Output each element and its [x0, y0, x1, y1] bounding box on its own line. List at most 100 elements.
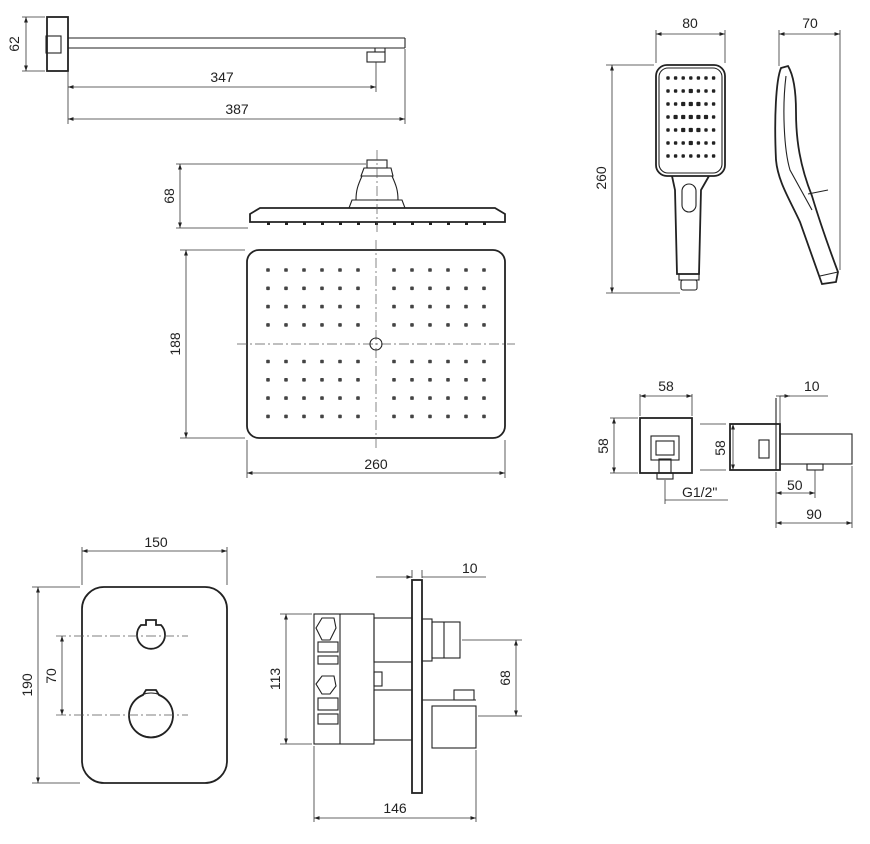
nozzle-dot: [302, 268, 306, 272]
nozzle-dot: [356, 414, 360, 419]
hand-nozzle-dot: [711, 102, 716, 106]
hand-nozzle-dot: [666, 115, 670, 119]
nozzle-dot: [284, 304, 288, 309]
dim-head-height: 68: [161, 188, 177, 204]
hand-nozzle-dot: [704, 89, 708, 93]
hand-nozzle-dot: [681, 89, 685, 93]
nozzle-dot: [482, 378, 486, 382]
nozzle-dot: [446, 286, 450, 291]
thermostat-front-view: 150 190 70: [19, 534, 228, 784]
hand-nozzle-dot: [673, 141, 678, 145]
nozzle-dot: [482, 304, 486, 309]
dim-hand-length: 260: [593, 166, 609, 190]
hand-nozzle-dot: [696, 101, 701, 107]
nozzle-dot: [482, 286, 486, 291]
nozzle-dot: [392, 396, 396, 400]
shower-arm-view: 62 347 387: [6, 16, 406, 124]
dim-head-depth: 188: [167, 332, 183, 356]
nozzle-dot: [428, 323, 432, 327]
nozzle-dot: [338, 414, 342, 419]
nozzle-dot: [284, 378, 288, 382]
nozzle-dot: [464, 304, 468, 309]
hand-nozzle-dot: [696, 89, 701, 93]
nozzle-dot: [464, 268, 468, 272]
dim-therm-depth: 146: [383, 800, 407, 816]
nozzle-dot: [392, 286, 396, 291]
nozzle-dot: [482, 268, 486, 272]
hand-nozzle-dot: [711, 141, 716, 145]
dim-arm-total: 387: [225, 101, 249, 117]
hand-nozzle-dot: [681, 127, 686, 133]
nozzle-dot: [338, 268, 342, 272]
nozzle-dot: [428, 359, 432, 364]
nozzle-dot: [392, 414, 396, 419]
hand-nozzle-dot: [696, 114, 701, 120]
wall-outlet-front-view: 58 58 G1/2": [595, 378, 728, 504]
nozzle-dot: [392, 359, 396, 364]
dim-outlet-spacing: 68: [497, 670, 513, 686]
hand-nozzle-dot: [688, 88, 693, 94]
hand-nozzle-dot: [696, 127, 701, 133]
dim-outlet-flange: 10: [804, 378, 820, 394]
nozzle-dot: [392, 268, 396, 272]
hand-nozzle-dot: [689, 154, 693, 158]
nozzle-dot: [302, 414, 306, 419]
hand-nozzle-dot: [681, 154, 685, 158]
hand-nozzle-dot: [673, 89, 678, 93]
nozzle-dot: [446, 323, 450, 327]
nozzle-dot: [410, 396, 414, 400]
dim-therm-width: 150: [144, 534, 168, 550]
nozzle-dot: [284, 286, 288, 291]
nozzle-dot: [302, 304, 306, 309]
nozzle-dot: [392, 304, 396, 309]
nozzle-dot: [428, 304, 432, 309]
nozzle-dot: [446, 304, 450, 309]
nozzle-dot: [428, 378, 432, 382]
dim-arm-length: 347: [210, 69, 234, 85]
wall-outlet-side-view: 58 10 50 90: [700, 378, 853, 528]
nozzle-dot: [266, 359, 270, 364]
nozzle-dot: [338, 359, 342, 364]
hand-nozzle-dot: [696, 141, 701, 145]
dim-outlet-height: 58: [595, 438, 611, 454]
hand-nozzle-dot: [666, 128, 670, 132]
nozzle-dot: [338, 304, 342, 309]
nozzle-dot: [266, 268, 270, 272]
nozzle-dot: [410, 414, 414, 419]
hand-nozzle-dot: [703, 114, 709, 120]
dim-outlet-thread: G1/2": [682, 484, 717, 500]
hand-nozzle-dot: [711, 154, 716, 158]
dim-knob-spacing: 70: [43, 668, 59, 684]
hand-nozzle-dot: [696, 154, 701, 158]
nozzle-dot: [356, 359, 360, 364]
hand-nozzle-dot: [688, 101, 693, 107]
rain-head-nozzles: [266, 268, 486, 419]
nozzle-dot: [284, 359, 288, 364]
dim-outlet-width: 58: [658, 378, 674, 394]
nozzle-dot: [464, 359, 468, 364]
nozzle-dot: [356, 268, 360, 272]
hand-nozzle-dot: [688, 114, 693, 120]
hand-nozzle-dot: [666, 154, 670, 158]
hand-nozzle-dot: [673, 102, 678, 106]
dim-plate: 10: [462, 560, 478, 576]
hand-nozzle-dot: [673, 76, 678, 80]
nozzle-dot: [410, 286, 414, 291]
nozzle-dot: [428, 268, 432, 272]
nozzle-dot: [284, 396, 288, 400]
hand-nozzle-dot: [673, 128, 678, 132]
hand-nozzle-dot: [704, 141, 708, 145]
nozzle-dot: [266, 286, 270, 291]
hand-nozzle-dot: [704, 102, 708, 106]
nozzle-dot: [338, 396, 342, 400]
nozzle-dot: [284, 323, 288, 327]
hand-nozzle-dot: [704, 76, 708, 80]
nozzle-dot: [320, 268, 324, 272]
hand-shower-nozzles: [666, 76, 716, 158]
nozzle-dot: [410, 323, 414, 327]
dim-outlet-offset: 50: [787, 477, 803, 493]
nozzle-dot: [302, 359, 306, 364]
nozzle-dot: [464, 414, 468, 419]
hand-nozzle-dot: [666, 76, 670, 80]
